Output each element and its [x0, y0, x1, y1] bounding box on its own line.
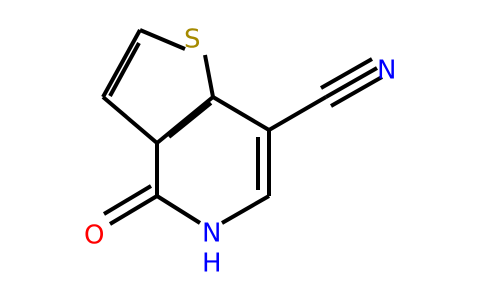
bond-cn-triple-c [330, 75, 383, 108]
bond-c2-c3-inner [108, 42, 141, 97]
atom-nitrogen-nitrile: N [377, 56, 396, 86]
bond-c3a-c7a-inner [167, 101, 213, 139]
bond-s-c2 [139, 28, 186, 51]
bond-c4-o-a [108, 194, 159, 226]
atom-nitrogen-ring: N [202, 219, 221, 249]
atom-sulfur: S [184, 25, 201, 55]
bond-c3a-c7a [155, 95, 215, 145]
bond-c7a-c7 [211, 95, 271, 132]
bond-c2-c3 [101, 29, 142, 98]
bond-c7a-s [203, 54, 215, 98]
bond-cn-triple-b [320, 57, 373, 90]
bond-c7-cn [267, 95, 328, 132]
atom-hydrogen-ring: H [202, 249, 222, 279]
atom-oxygen: O [84, 221, 104, 251]
bond-c3-c3a [101, 95, 159, 145]
bond-c6-n5 [221, 194, 270, 225]
bond-cn-triple-a [325, 66, 378, 99]
bond-n5-c4 [155, 194, 202, 225]
bond-c4-o-b [102, 184, 153, 216]
